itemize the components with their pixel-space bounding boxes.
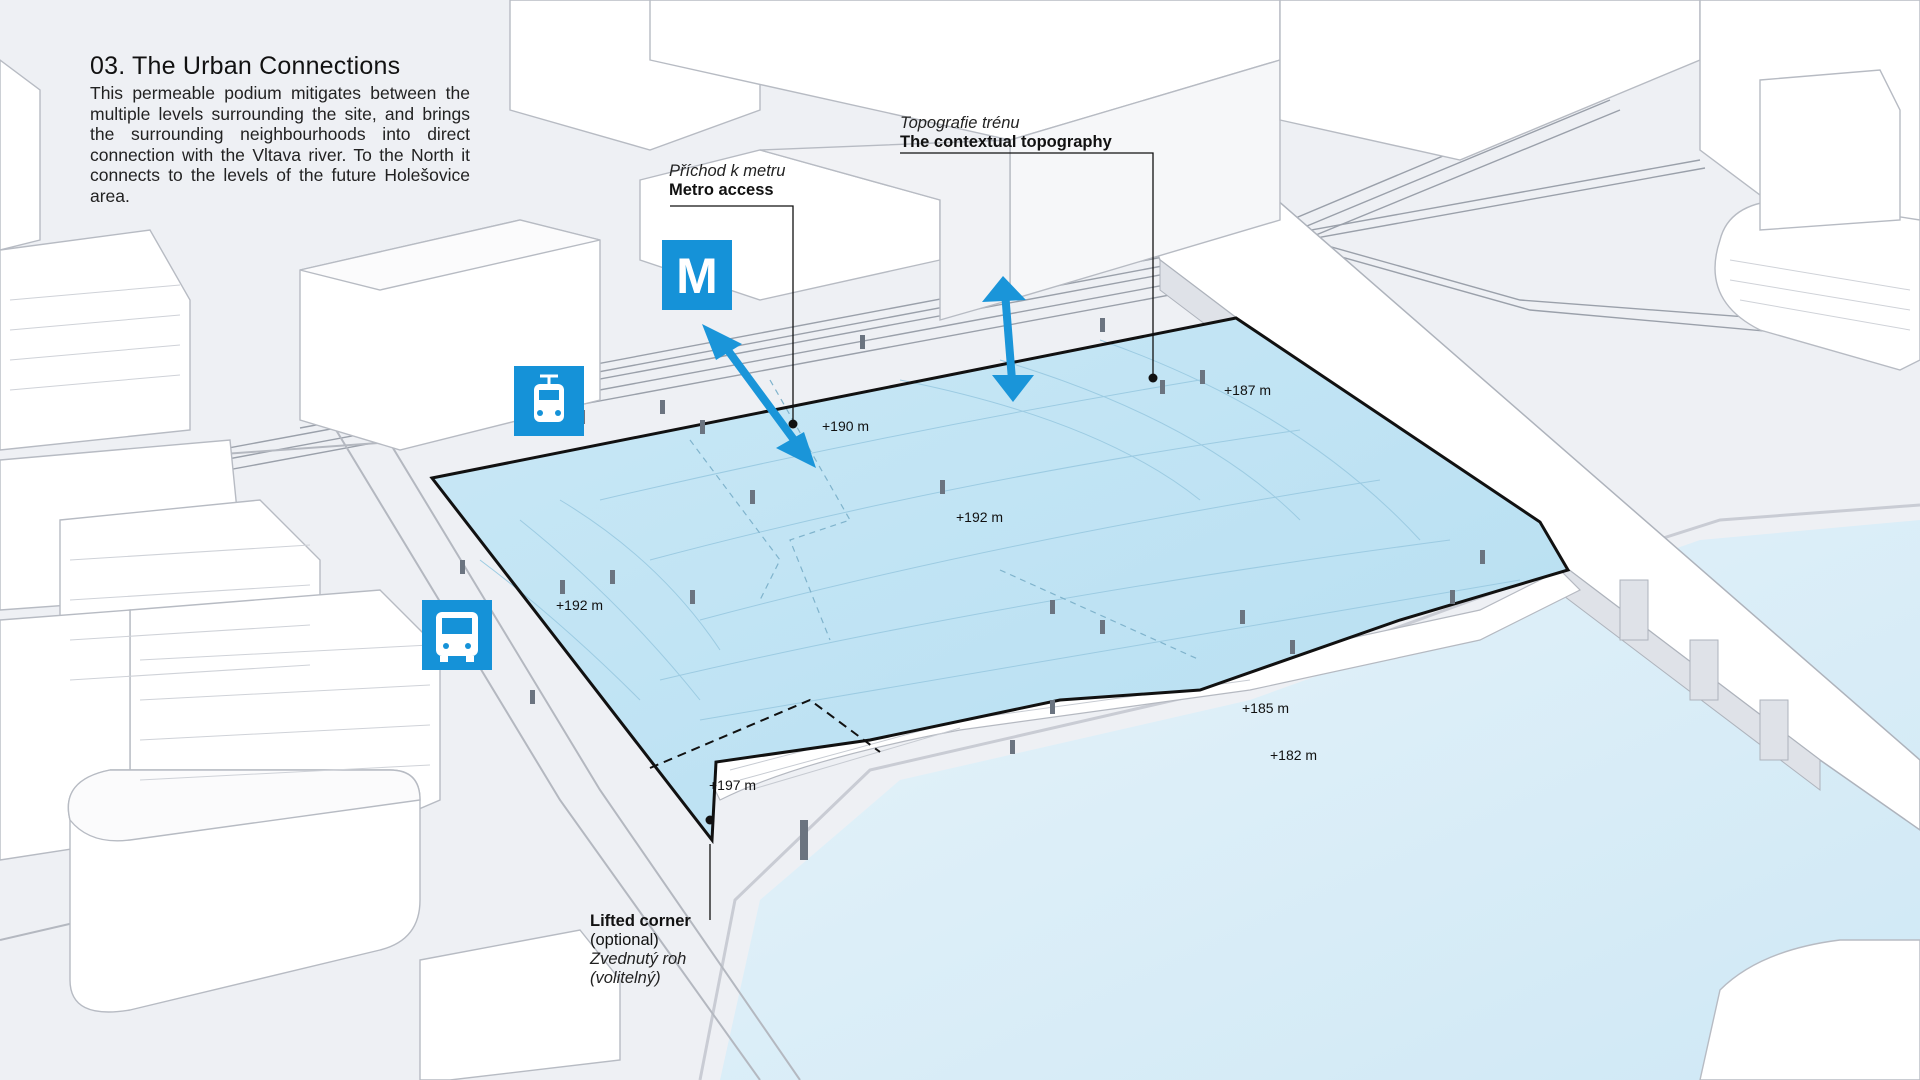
section-description: This permeable podium mitigates between … bbox=[90, 83, 470, 206]
topography-level-arrow bbox=[982, 276, 1034, 402]
elevation-label: +185 m bbox=[1242, 700, 1290, 716]
leader-lines bbox=[670, 152, 1154, 920]
annotation-metro-cz: Příchod k metru bbox=[669, 162, 786, 180]
metro-sign-letter: M bbox=[676, 248, 718, 304]
window-grid bbox=[9, 259, 1911, 781]
annotation-topography-en: The contextual topography bbox=[900, 133, 1112, 151]
elevation-label: +182 m bbox=[1270, 747, 1318, 763]
elevation-label: +192 m bbox=[956, 509, 1004, 525]
annotation-lifted-corner: Lifted corner (optional) Zvednutý roh (v… bbox=[590, 912, 691, 988]
metro-sign-icon: M bbox=[662, 240, 732, 310]
vltava-river bbox=[720, 520, 1920, 1080]
elevation-label: +192 m bbox=[556, 597, 604, 613]
topography-contours bbox=[479, 339, 1521, 721]
annotation-lifted-cz-note: (volitelný) bbox=[590, 969, 661, 987]
metro-access-arrow bbox=[702, 324, 816, 468]
annotation-lifted-en: Lifted corner bbox=[590, 912, 691, 930]
lifted-corner-outline bbox=[649, 698, 881, 769]
annotation-topography-cz: Topografie trénu bbox=[900, 114, 1020, 132]
intro-block: 03. The Urban Connections This permeable… bbox=[90, 52, 470, 206]
elevation-label: +187 m bbox=[1224, 382, 1272, 398]
elevation-label: +197 m bbox=[709, 777, 757, 793]
annotation-metro-en: Metro access bbox=[669, 181, 774, 199]
leader-dots bbox=[705, 373, 1158, 825]
elevation-label: +190 m bbox=[822, 418, 870, 434]
site-podium bbox=[432, 318, 1568, 840]
site-boundary bbox=[429, 316, 1571, 845]
annotation-lifted-cz: Zvednutý roh bbox=[590, 950, 687, 968]
bus-sign-icon bbox=[422, 600, 492, 670]
tram-sign-icon bbox=[514, 366, 584, 436]
annotation-topography: Topografie trénu The contextual topograp… bbox=[900, 114, 1112, 152]
people bbox=[460, 318, 1485, 860]
annotation-lifted-en-note: (optional) bbox=[590, 931, 659, 949]
annotation-metro: Příchod k metru Metro access bbox=[669, 162, 785, 200]
section-title: 03. The Urban Connections bbox=[90, 52, 401, 80]
